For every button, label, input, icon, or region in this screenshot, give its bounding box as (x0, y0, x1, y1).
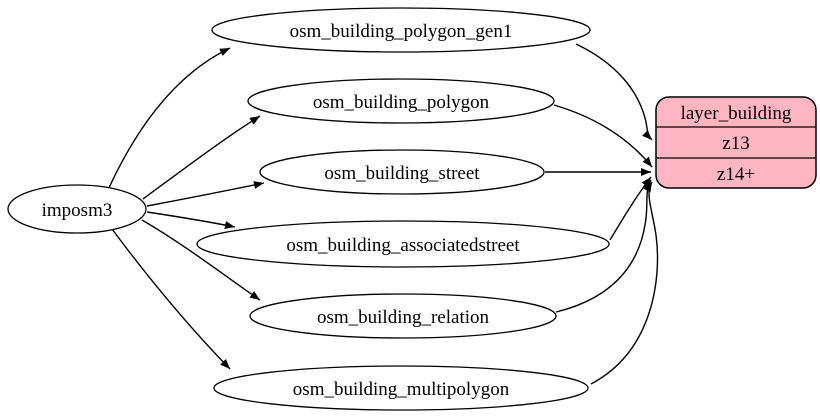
node-osm-building-street: osm_building_street (259, 149, 545, 195)
edge-imposm3-to-associatedstreet (146, 211, 236, 229)
associatedstreet-ellipse (196, 220, 610, 268)
edge-associatedstreet-to-z14 (609, 176, 652, 241)
edge-imposm3-to-relation (141, 219, 261, 301)
layer-building-row-z13: z13 (722, 133, 749, 154)
edge-multipolygon-to-z14 (590, 181, 659, 385)
edge-imposm3-to-multipolygon (111, 228, 231, 370)
edge-imposm3-to-polygon (142, 115, 261, 200)
associatedstreet-label: osm_building_associatedstreet (286, 235, 520, 256)
layer-building-title: layer_building (681, 103, 792, 124)
node-layer-building: layer_building z13 z14+ (655, 96, 817, 189)
edges-to-layer (545, 43, 659, 385)
edges-from-source (107, 47, 265, 370)
multipolygon-label: osm_building_multipolygon (293, 379, 510, 400)
relation-label: osm_building_relation (317, 307, 490, 328)
imposm3-label: imposm3 (42, 200, 113, 221)
edge-polygon-to-z14 (553, 104, 653, 168)
edge-imposm3-to-street (146, 181, 265, 207)
edge-relation-to-z14 (555, 179, 652, 313)
node-osm-building-polygon: osm_building_polygon (247, 78, 555, 124)
street-ellipse (259, 149, 545, 195)
node-osm-building-relation: osm_building_relation (249, 293, 557, 339)
polygon-label: osm_building_polygon (313, 92, 490, 113)
polygon-gen1-ellipse (211, 7, 591, 53)
multipolygon-ellipse (213, 365, 589, 411)
relation-ellipse (249, 293, 557, 339)
layer-building-box (655, 96, 817, 189)
node-osm-building-multipolygon: osm_building_multipolygon (213, 365, 589, 411)
layer-building-row-z14: z14+ (717, 164, 755, 185)
node-imposm3: imposm3 (7, 184, 147, 234)
node-osm-building-associatedstreet: osm_building_associatedstreet (196, 220, 610, 268)
node-osm-building-polygon-gen1: osm_building_polygon_gen1 (211, 7, 591, 53)
edge-imposm3-to-polygon-gen1 (107, 47, 231, 191)
street-label: osm_building_street (324, 163, 480, 184)
polygon-gen1-label: osm_building_polygon_gen1 (290, 21, 513, 42)
edge-polygon-gen1-to-z13 (575, 43, 653, 141)
polygon-ellipse (247, 78, 555, 124)
imposm3-ellipse (7, 184, 147, 234)
